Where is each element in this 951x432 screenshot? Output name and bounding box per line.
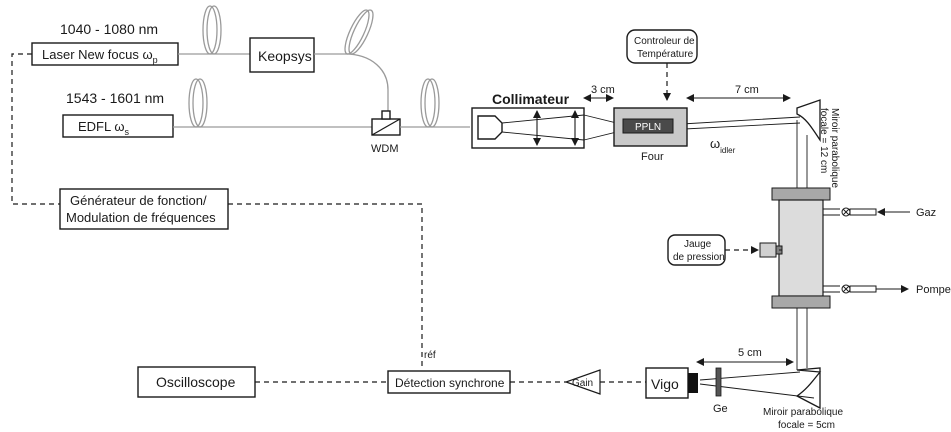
wdm-coupler-icon (371, 110, 401, 136)
edfl-laser-label: EDFL ωs (78, 119, 130, 137)
keopsys-label: Keopsys (258, 48, 312, 64)
gas-label: Gaz (916, 207, 936, 219)
mirror2-line1: Miroir parabolique (763, 407, 843, 418)
pump-valve-icon (823, 284, 877, 294)
fiber-loop-icon (344, 9, 370, 55)
fiber-loop-icon (348, 9, 374, 55)
pump-wavelength-range: 1040 - 1080 nm (60, 21, 158, 37)
gas-cell (778, 199, 824, 297)
lock-in-detection-box (387, 370, 511, 394)
parabolic-mirror-2 (795, 367, 822, 410)
gauge-line2: de pression (673, 252, 725, 263)
cell-window-top (771, 187, 831, 201)
ppln-crystal (622, 118, 674, 134)
idler-label: ωidler (710, 136, 736, 155)
vigo-label: Vigo (651, 376, 679, 392)
gain-amplifier-icon (564, 369, 601, 395)
vigo-detector-box (645, 367, 689, 399)
fiber-ferrule (477, 115, 503, 140)
detector-head (688, 373, 698, 393)
oscilloscope-label: Oscilloscope (156, 374, 236, 390)
fiber-loop-icon (206, 5, 222, 55)
ge-filter (715, 367, 722, 397)
pump-label: Pompe (916, 284, 951, 296)
wdm-label: WDM (371, 143, 399, 155)
generator-line2: Modulation de fréquences (66, 210, 216, 225)
modulation-link (11, 53, 60, 205)
signal-wavelength-range: 1543 - 1601 nm (66, 90, 164, 106)
mirror1-line1: Miroir parabolique (829, 108, 840, 188)
reference-link (228, 203, 423, 370)
collimator-label: Collimateur (492, 91, 570, 107)
oscilloscope-box (137, 366, 256, 398)
fiber-loop-icon (192, 78, 208, 128)
fiber-loop-icon (188, 78, 204, 128)
cell-window-bottom (771, 295, 831, 309)
ref-label: réf (424, 350, 436, 361)
temp-controller-line2: Température (637, 49, 694, 60)
mirror1-line2: focale = 12 cm (818, 108, 829, 173)
edfl-laser-box (62, 114, 174, 138)
temperature-controller (626, 29, 698, 64)
fiber-loop-icon (420, 78, 436, 128)
gain-label: Gain (572, 378, 593, 389)
ppln-label: PPLN (635, 122, 661, 133)
keopsys-amplifier (249, 37, 315, 73)
collimated-beam (501, 114, 585, 141)
generator-line1: Générateur de fonction/ (70, 193, 207, 208)
temp-controller-line1: Controleur de (634, 36, 695, 47)
gauge-line1: Jauge (684, 239, 712, 250)
distance-5cm-label: 5 cm (738, 347, 762, 359)
function-generator-box (59, 188, 229, 230)
oven-label: Four (641, 151, 664, 163)
distance-3cm-label: 3 cm (591, 84, 615, 96)
ge-label: Ge (713, 403, 728, 415)
parabolic-mirror-1 (796, 99, 821, 143)
gas-valve-icon (823, 207, 877, 217)
pressure-sensor-icon (759, 242, 783, 258)
fiber-loop-icon (424, 78, 440, 128)
sync-detection-label: Détection synchrone (395, 376, 505, 390)
fiber-loop-icon (202, 5, 218, 55)
mirror2-line2: focale = 5cm (778, 420, 835, 431)
pump-laser-label: Laser New focus ωp (42, 47, 158, 65)
distance-7cm-label: 7 cm (735, 84, 759, 96)
amplified-pump-fiber (314, 53, 389, 118)
